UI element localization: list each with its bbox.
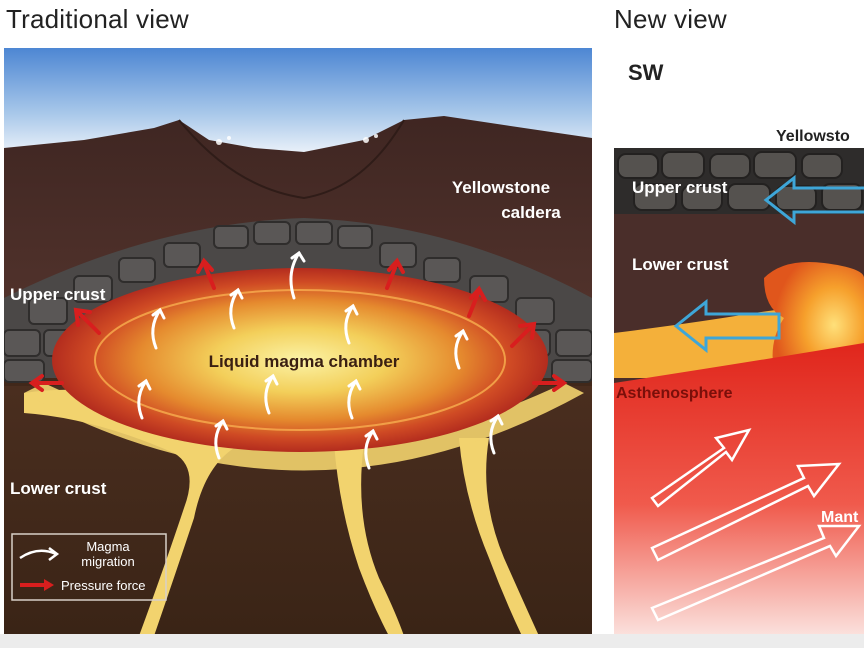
legend-migration-line1: Magma [86,539,130,554]
caldera-label-line2: caldera [501,203,561,222]
right-lower-crust-label: Lower crust [632,255,729,274]
mantle-label: Mant [821,509,859,526]
caldera-label-line1: Yellowstone [452,178,550,197]
right-direction-label: SW [628,60,664,85]
new-view-diagram: Upper crust Lower crust Asthenosphere Ma… [614,148,864,636]
legend-migration-line2: migration [81,554,134,569]
chamber-label: Liquid magma chamber [209,352,400,371]
left-panel-title: Traditional view [6,4,189,34]
plate-motion-arrows [673,174,864,354]
right-yellowstone-label: Yellowsto [776,128,850,145]
right-panel-title: New view [614,4,727,34]
upper-crust-label: Upper crust [10,285,106,304]
asthenosphere-label: Asthenosphere [616,385,733,402]
magma-chamber [52,268,548,452]
pressure-force-arrows [28,257,568,392]
legend-pressure: Pressure force [61,578,146,593]
bottom-strip [0,634,864,648]
right-upper-crust-label: Upper crust [632,178,728,197]
magma-migration-arrows [137,250,504,470]
lower-crust-label: Lower crust [10,479,107,498]
legend: Magma migration Pressure force [11,533,167,601]
mantle-flow-arrows [650,428,862,622]
traditional-view-diagram: Yellowstone caldera Upper crust Liquid m… [4,48,592,636]
